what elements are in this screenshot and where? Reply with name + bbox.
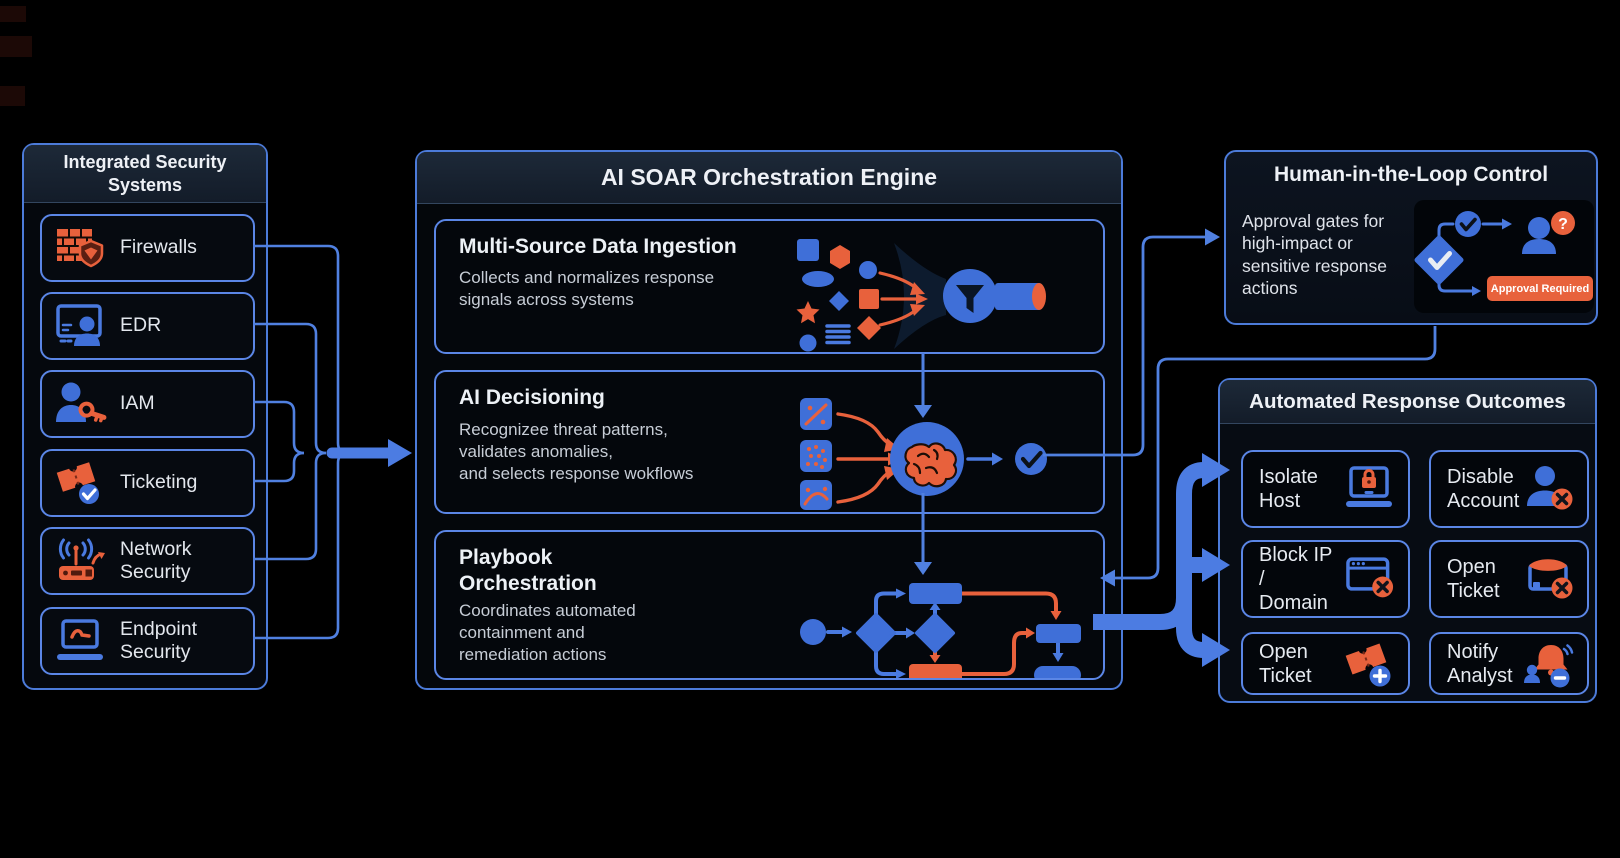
- system-item-label: Ticketing: [120, 471, 198, 494]
- stage-description: Recognizee threat patterns, validates an…: [459, 420, 694, 484]
- edge-mark: [0, 86, 25, 106]
- outcome-label: Disable Account: [1447, 466, 1520, 512]
- system-item-endpoint-security: Endpoint Security: [40, 607, 255, 675]
- pattern-tiles-brain-check-icon: [800, 398, 1047, 510]
- outcome-label: Notify Analyst: [1447, 640, 1513, 687]
- question-mark-glyph: ?: [1558, 216, 1568, 233]
- system-item-label: EDR: [120, 314, 162, 337]
- outcome-card-notify-analyst: Notify Analyst: [1429, 632, 1589, 695]
- user-remove-icon: [1527, 466, 1573, 510]
- stage-data-ingestion: Multi-Source Data Ingestion Collects and…: [434, 219, 1105, 354]
- outcomes-panel-header: Automated Response Outcomes: [1220, 380, 1595, 424]
- approval-required-badge: Approval Required: [1487, 276, 1593, 301]
- engine-panel-title: AI SOAR Orchestration Engine: [600, 164, 938, 190]
- laptop-lock-icon: [1346, 466, 1392, 507]
- automated-response-outcomes-panel: Automated Response Outcomes Isolate Host…: [1218, 378, 1597, 703]
- browser-block-icon: [1346, 557, 1394, 598]
- outcome-label: Open Ticket: [1259, 640, 1312, 687]
- monitor-user-icon: [56, 304, 102, 346]
- outcome-card-open-ticket: Open Ticket: [1241, 632, 1410, 695]
- router-signal-icon: [58, 538, 105, 580]
- firewall-shield-icon: [57, 229, 104, 268]
- outcome-label: Open Ticket: [1447, 556, 1500, 602]
- human-in-the-loop-panel: Human-in-the-Loop Control Approval gates…: [1224, 150, 1598, 325]
- system-item-ticketing: Ticketing: [40, 449, 255, 517]
- outcome-label: Isolate Host: [1259, 466, 1318, 512]
- ticket-add-icon: [1345, 642, 1391, 686]
- ticket-check-icon: [56, 462, 99, 504]
- outcomes-panel-title: Automated Response Outcomes: [1249, 389, 1566, 413]
- stage-description: Coordinates automated containment and re…: [459, 601, 636, 665]
- stage-playbook-orchestration: Playbook Orchestration Coordinates autom…: [434, 530, 1105, 680]
- soar-engine-panel: AI SOAR Orchestration Engine Multi-Sourc…: [415, 150, 1123, 690]
- system-item-iam: IAM: [40, 370, 255, 438]
- shapes-funnel-icon: [796, 239, 1046, 352]
- outcome-card-disable-account: Disable Account: [1429, 450, 1589, 528]
- edge-mark: [0, 6, 26, 22]
- hitl-title: Human-in-the-Loop Control: [1273, 163, 1549, 186]
- system-item-label: Firewalls: [120, 236, 197, 259]
- approval-flow-iconbox: ? Approval Required: [1414, 200, 1594, 313]
- approval-flow-icon: ?: [1414, 211, 1575, 296]
- integrated-security-systems-panel: Integrated Security Systems Firewalls: [22, 143, 268, 690]
- user-key-icon: [56, 382, 107, 423]
- engine-panel-header: AI SOAR Orchestration Engine: [417, 152, 1121, 204]
- system-item-network-security: Network Security: [40, 527, 255, 595]
- left-panel-title: Integrated Security Systems: [63, 152, 227, 195]
- hitl-description: Approval gates for high-impact or sensit…: [1242, 211, 1387, 299]
- stage-title: AI Decisioning: [459, 386, 605, 409]
- system-item-edr: EDR: [40, 292, 255, 360]
- system-item-label: Endpoint Security: [120, 617, 197, 663]
- outcome-card-block-ip-domain: Block IP / Domain: [1241, 540, 1410, 618]
- system-item-firewalls: Firewalls: [40, 214, 255, 282]
- outcome-card-open-ticket-mail: Open Ticket: [1429, 540, 1589, 618]
- stage-description: Collects and normalizes response signals…: [459, 268, 715, 310]
- stage-title: Playbook Orchestration: [459, 546, 597, 595]
- flowchart-icon: [800, 583, 1081, 678]
- bell-user-icon: [1524, 643, 1574, 687]
- laptop-pointer-icon: [57, 619, 103, 660]
- merged-input-arrowhead: [388, 439, 412, 467]
- edge-mark: [0, 36, 32, 57]
- stage-title: Multi-Source Data Ingestion: [459, 235, 737, 258]
- system-item-label: IAM: [120, 392, 155, 415]
- system-item-label: Network Security: [120, 537, 192, 583]
- outcome-card-isolate-host: Isolate Host: [1241, 450, 1410, 528]
- left-panel-header: Integrated Security Systems: [24, 145, 266, 203]
- mail-block-icon: [1528, 559, 1573, 599]
- outcome-label: Block IP / Domain: [1259, 544, 1332, 614]
- stage-ai-decisioning: AI Decisioning Recognizee threat pattern…: [434, 370, 1105, 514]
